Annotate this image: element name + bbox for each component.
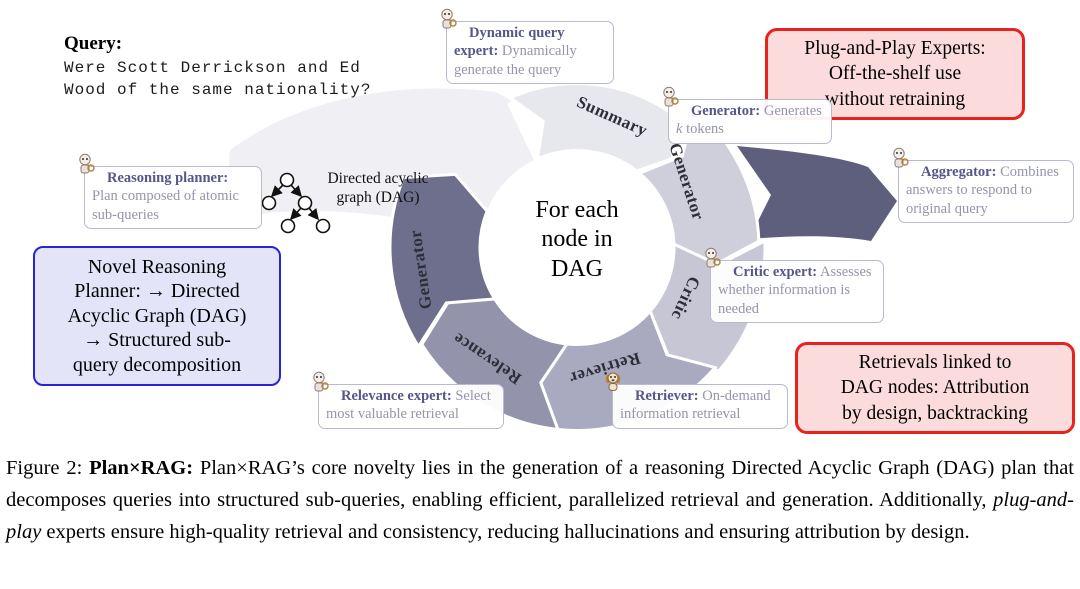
ring-center-line: node in <box>541 226 613 253</box>
expert-title: Dynamic query expert: <box>454 25 565 60</box>
expert-title: Generator: <box>691 103 761 119</box>
caption-italic-term: plug-and-play <box>6 489 1074 543</box>
callout-retrievals-linked: Retrievals linked to DAG nodes: Attribut… <box>795 342 1075 435</box>
expert-box-aggregator: Aggregator: Combines answers to respond … <box>893 147 1074 223</box>
caption-figure-title: Plan×RAG: <box>89 457 194 479</box>
expert-title: Retriever: <box>635 388 699 404</box>
figure-caption: Figure 2: Plan×RAG: Plan×RAG’s core nove… <box>6 452 1074 548</box>
robot-expert-icon <box>702 247 721 274</box>
query-text-line2: Wood of the same nationality? <box>64 81 372 99</box>
callout-line: Novel Reasoning <box>87 256 227 278</box>
robot-expert-icon <box>438 8 457 35</box>
callout-line: Retrievals linked to <box>858 352 1012 373</box>
dag-legend-line: graph (DAG) <box>336 189 420 207</box>
dag-node <box>279 172 295 188</box>
expert-box-dynamic-query: Dynamic query expert: Dynamically genera… <box>441 8 614 84</box>
dag-node <box>297 195 313 211</box>
ring-segment-generator-5 <box>388 172 498 350</box>
query-block: Query: Were Scott Derrickson and Ed Wood… <box>64 33 371 99</box>
robot-expert-icon <box>310 371 329 398</box>
expert-box-generator: Generator: Generates k tokens <box>663 86 832 144</box>
dag-node <box>280 218 296 234</box>
expert-box-planner: Reasoning planner: Plan composed of atom… <box>79 153 262 229</box>
ring-diagram: SummaryGeneratorCriticRetrieverRelevance… <box>229 82 897 432</box>
caption-body-end: experts ensure high-quality retrieval an… <box>41 521 970 543</box>
dag-node <box>261 195 277 211</box>
callout-line: query decomposition <box>72 353 242 376</box>
query-text-line1: Were Scott Derrickson and Ed <box>64 59 361 77</box>
aggregator-arrow <box>737 146 897 241</box>
ring-center-line: DAG <box>551 255 603 282</box>
expert-body: Plan composed of atomic sub-queries <box>92 188 239 223</box>
callout-novel-planner: Novel Reasoning Planner: → Directed Acyc… <box>33 246 281 386</box>
expert-body: On-demand information retrieval <box>620 388 771 423</box>
query-label: Query: <box>64 33 123 54</box>
callout-line: Acyclic Graph (DAG) <box>67 304 247 327</box>
expert-body: Combines answers to respond to original … <box>906 164 1059 217</box>
dag-mini-graph <box>261 172 331 234</box>
expert-box-critic: Critic expert: Assesses whether informat… <box>705 247 884 323</box>
callout-line: DAG nodes: Attribution <box>840 377 1030 399</box>
expert-box-relevance: Relevance expert: Select most valuable r… <box>313 371 504 429</box>
robot-expert-icon <box>660 86 679 113</box>
callout-line: Planner: → Directed <box>74 280 240 303</box>
expert-body: Assesses whether information is needed <box>718 264 872 317</box>
ring-center-label: For each node in DAG <box>497 196 657 284</box>
dag-legend: Directed acyclic graph (DAG) <box>318 169 438 208</box>
expert-box-retriever: Retriever: On-demand information retriev… <box>605 372 788 429</box>
caption-body: Plan×RAG’s core novelty lies in the gene… <box>6 457 1075 511</box>
callout-line: without retraining <box>824 88 966 110</box>
expert-title: Relevance expert: <box>341 388 452 404</box>
expert-title: Critic expert: <box>733 264 818 280</box>
callout-line: Off-the-shelf use <box>828 63 962 85</box>
callout-line: Plug-and-Play Experts: <box>804 38 986 59</box>
robot-expert-icon <box>76 153 95 180</box>
robot-expert-icon <box>890 147 909 174</box>
expert-title: Aggregator: <box>921 164 997 180</box>
expert-body: Generates k tokens <box>676 103 822 138</box>
expert-title: Reasoning planner: <box>107 170 229 186</box>
dag-legend-line: Directed acyclic <box>327 170 429 187</box>
ring-center-line: For each <box>535 197 619 223</box>
callout-line: by design, backtracking <box>842 402 1028 424</box>
callout-line: → Structured sub- <box>83 329 231 352</box>
expert-body: Dynamically generate the query <box>454 43 577 78</box>
expert-body: Select most valuable retrieval <box>326 388 491 423</box>
retriever-dog-icon <box>604 371 623 398</box>
caption-prefix: Figure 2: <box>6 457 90 479</box>
dag-node <box>315 218 331 234</box>
ring-segment-relevance-4 <box>420 297 570 432</box>
